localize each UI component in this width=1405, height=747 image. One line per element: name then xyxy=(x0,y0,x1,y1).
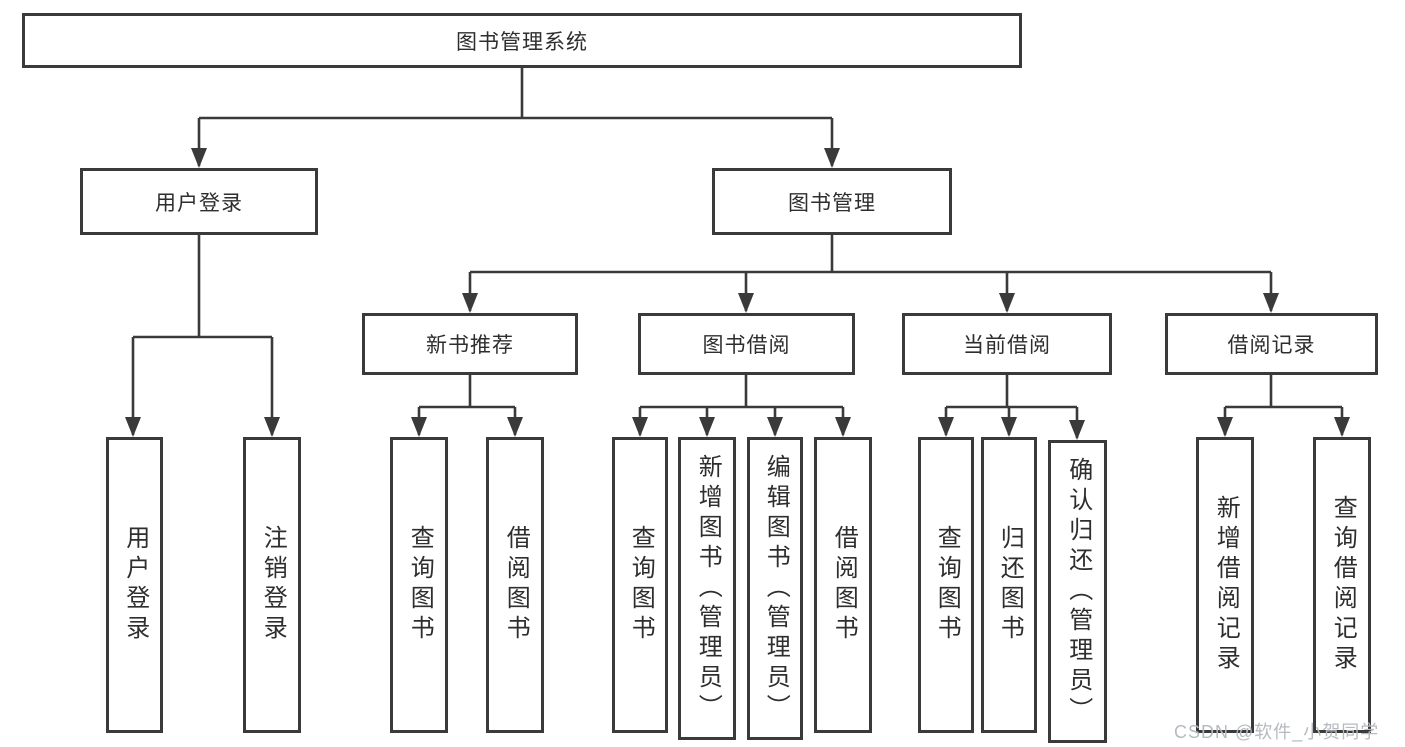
leaf-cb-query-books-label: 查询图书 xyxy=(933,525,961,645)
leaf-cb-return-books: 归还图书 xyxy=(981,437,1037,733)
leaf-logout: 注销登录 xyxy=(243,437,301,733)
bus-book-mgmt-to-level3 xyxy=(470,235,1271,274)
bus-root-to-level2 xyxy=(199,68,832,120)
leaf-bb-borrow-books: 借阅图书 xyxy=(814,437,872,733)
leaf-br-add-record-label: 新增借阅记录 xyxy=(1212,495,1240,675)
node-book-borrow: 图书借阅 xyxy=(638,313,855,375)
bus-user-login-to-leaves xyxy=(133,235,272,339)
bus-current-borrow-to-leaves xyxy=(946,375,1077,409)
node-current-borrow: 当前借阅 xyxy=(902,313,1112,375)
leaf-br-query-record-label: 查询借阅记录 xyxy=(1329,495,1357,675)
leaf-cb-confirm-return-admin-label: 确认归还（管理员） xyxy=(1064,456,1092,727)
leaf-br-add-record: 新增借阅记录 xyxy=(1196,437,1254,733)
leaf-bb-query-books: 查询图书 xyxy=(612,437,668,733)
leaf-user-login-label: 用户登录 xyxy=(121,525,149,645)
leaf-nbr-borrow-books-label: 借阅图书 xyxy=(502,525,530,645)
node-root: 图书管理系统 xyxy=(22,13,1022,68)
bus-borrow-record-to-leaves xyxy=(1225,375,1342,409)
leaf-cb-return-books-label: 归还图书 xyxy=(996,525,1024,645)
node-user-login: 用户登录 xyxy=(80,168,318,235)
leaf-nbr-query-books-label: 查询图书 xyxy=(406,525,434,645)
bus-book-borrow-to-leaves xyxy=(640,375,843,409)
leaf-bb-edit-books-admin: 编辑图书（管理员） xyxy=(747,437,803,740)
leaf-nbr-borrow-books: 借阅图书 xyxy=(486,437,544,733)
leaf-cb-confirm-return-admin: 确认归还（管理员） xyxy=(1048,440,1107,743)
node-new-book-recommend: 新书推荐 xyxy=(362,313,578,375)
leaf-bb-borrow-books-label: 借阅图书 xyxy=(830,525,858,645)
leaf-cb-query-books: 查询图书 xyxy=(918,437,974,733)
leaf-bb-query-books-label: 查询图书 xyxy=(627,525,655,645)
leaf-bb-add-books-admin-label: 新增图书（管理员） xyxy=(694,453,722,724)
node-borrow-records: 借阅记录 xyxy=(1165,313,1378,375)
leaf-nbr-query-books: 查询图书 xyxy=(390,437,448,733)
csdn-watermark: CSDN @软件_小贺同学 xyxy=(1174,722,1380,742)
leaf-bb-edit-books-admin-label: 编辑图书（管理员） xyxy=(762,453,790,724)
leaf-bb-add-books-admin: 新增图书（管理员） xyxy=(678,437,736,740)
leaf-logout-label: 注销登录 xyxy=(259,525,287,645)
leaf-br-query-record: 查询借阅记录 xyxy=(1313,437,1371,733)
bus-new-book-to-leaves xyxy=(419,375,515,409)
node-book-management: 图书管理 xyxy=(712,168,952,235)
leaf-user-login: 用户登录 xyxy=(106,437,163,733)
